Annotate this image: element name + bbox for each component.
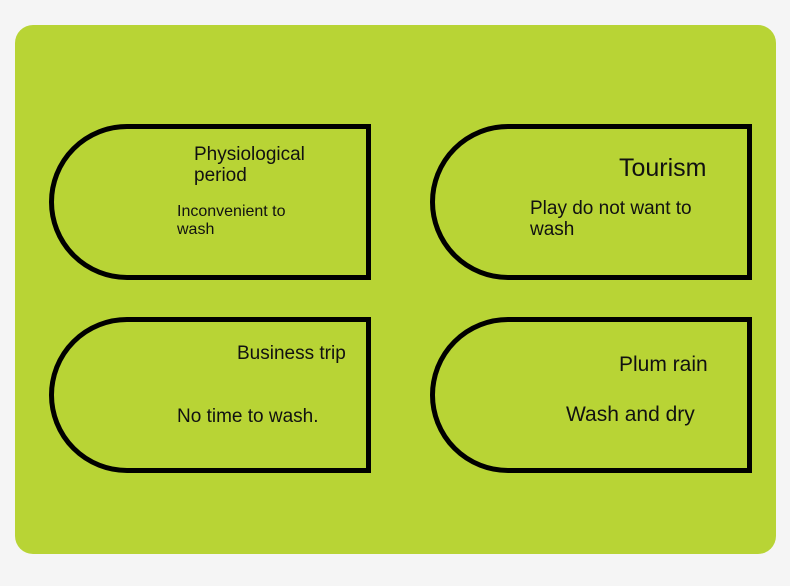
card-business-trip (49, 317, 371, 473)
card-tourism (430, 124, 752, 280)
card-plum-rain (430, 317, 752, 473)
diagram-board (15, 25, 776, 554)
card-description: Play do not want to wash (530, 198, 692, 240)
card-description: Inconvenient to wash (177, 203, 286, 238)
card-description: No time to wash. (177, 406, 319, 427)
card-title: Business trip (237, 343, 346, 364)
card-description: Wash and dry (566, 403, 695, 426)
card-physiological-period (49, 124, 371, 280)
card-title: Tourism (619, 154, 707, 182)
card-title: Plum rain (619, 353, 708, 376)
card-title: Physiological period (194, 144, 305, 186)
